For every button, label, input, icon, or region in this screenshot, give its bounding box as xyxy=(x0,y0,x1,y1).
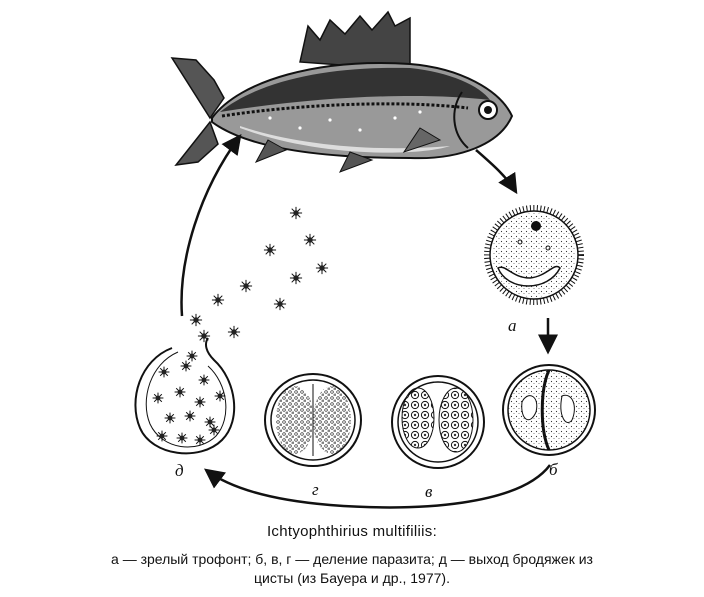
swarmer-cell xyxy=(316,262,328,274)
label-stage-v: в xyxy=(425,482,432,502)
swarmer-cell xyxy=(157,431,168,442)
life-cycle-diagram xyxy=(0,0,704,520)
swarmer-cell xyxy=(240,280,252,292)
swarmer-cell xyxy=(190,314,202,326)
label-stage-b: б xyxy=(549,460,558,480)
swarmer-cell xyxy=(159,367,170,378)
swarmer-cell xyxy=(228,326,240,338)
caption-line-2: цисты (из Бауера и др., 1977). xyxy=(0,569,704,588)
swarmer-cell xyxy=(175,387,186,398)
swarmer-cell xyxy=(212,294,224,306)
swarmer-cell xyxy=(274,298,286,310)
caption-title: Ichtyophthirius multifiliis: xyxy=(0,523,704,540)
caption-line-1: а — зрелый трофонт; б, в, г — деление па… xyxy=(0,550,704,569)
swarmer-cell xyxy=(177,433,188,444)
swarmer-cell xyxy=(290,207,302,219)
swarmer-cell xyxy=(198,330,210,342)
swarmer-cell xyxy=(264,244,276,256)
label-stage-g: г xyxy=(312,480,319,500)
swarmer-cell xyxy=(209,425,220,436)
label-stage-d: д xyxy=(175,461,184,481)
swarmer-cell xyxy=(195,397,206,408)
free-swimming-theronts xyxy=(190,207,328,342)
swarmer-cell xyxy=(195,435,206,446)
stage-v-cyst-dividing xyxy=(392,376,484,468)
swarmer-cell xyxy=(153,393,164,404)
swarmer-cell xyxy=(215,391,226,402)
stage-g-cyst-tomites xyxy=(265,374,361,466)
stage-b-cyst-two-cells xyxy=(503,365,595,455)
swarmer-cell xyxy=(165,413,176,424)
swarmer-cell xyxy=(185,411,196,422)
fish-illustration xyxy=(172,12,512,172)
arrow-fish-to-trophont xyxy=(476,150,516,192)
swarmer-cell xyxy=(199,375,210,386)
swarmer-cell xyxy=(304,234,316,246)
swarmer-cell xyxy=(181,361,192,372)
stage-a-trophont xyxy=(487,208,581,302)
arrow-division-to-release xyxy=(206,465,550,507)
swarmer-cell xyxy=(290,272,302,284)
label-stage-a: а xyxy=(508,316,517,336)
swarmer-cell xyxy=(187,351,198,362)
caption-text: а — зрелый трофонт; б, в, г — деление па… xyxy=(0,550,704,588)
